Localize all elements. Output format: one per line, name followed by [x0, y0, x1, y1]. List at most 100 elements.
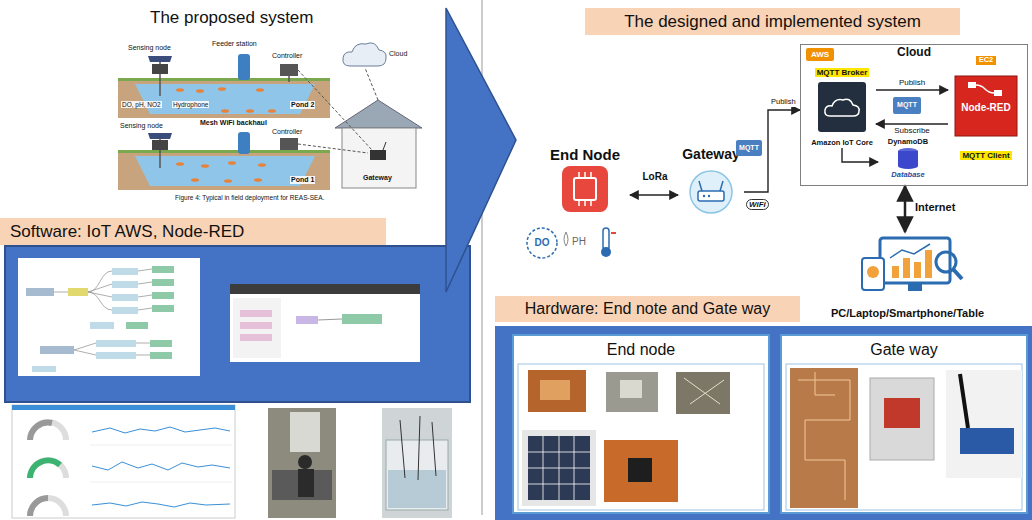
chip-icon — [562, 166, 608, 212]
palette-nodes — [240, 334, 272, 341]
diagram-label: Controller — [272, 128, 302, 136]
shrimp-group — [254, 178, 262, 182]
hardware-panel-box: End node — [512, 334, 770, 514]
client-devices-icon — [862, 238, 962, 291]
node-red-glyph — [976, 85, 994, 93]
mesh-links — [298, 70, 372, 150]
sensor-box — [152, 64, 168, 74]
connector — [842, 148, 878, 162]
pcb-photo — [604, 440, 678, 502]
flow-nodes — [40, 346, 74, 354]
mqtt-badge: MQTT — [893, 97, 921, 114]
shrimp-group — [196, 89, 204, 93]
flow-nodes — [152, 292, 174, 299]
flow-nodes — [126, 322, 148, 329]
node-title: AWS — [811, 50, 829, 59]
edge-label: Publish — [898, 78, 926, 87]
photo-wires — [400, 416, 436, 480]
edge-label: Internet — [914, 201, 956, 214]
photo-ground — [268, 408, 336, 518]
gateway-icon — [690, 171, 732, 213]
photo-frame — [518, 364, 764, 510]
grass-strip — [118, 150, 330, 153]
shrimp-group — [258, 163, 266, 167]
device-photo — [606, 372, 658, 412]
palette-nodes — [240, 310, 272, 341]
connector — [744, 110, 800, 192]
chip-pins — [584, 172, 586, 177]
device-detail — [620, 380, 642, 398]
node-red-service: EC2Node-REDMQTT Client — [948, 56, 1024, 160]
photo-tank — [386, 440, 448, 510]
solar-cells — [528, 436, 590, 500]
chip-pins — [584, 201, 586, 206]
chart-bars — [892, 266, 899, 278]
editor-wire — [318, 319, 342, 320]
shrimp-group — [256, 88, 264, 92]
editor-palette — [233, 298, 281, 358]
flow-wires — [74, 350, 96, 355]
flow-wires — [88, 284, 112, 292]
wiring-photo — [676, 372, 730, 414]
flow-nodes — [152, 266, 174, 273]
diagram-label: DO — [535, 237, 550, 249]
photo-person — [298, 469, 314, 497]
pond-bank — [118, 152, 330, 190]
client-devices: PC/Laptop/Smartphone/Table — [815, 232, 1000, 320]
end-node-device: End Node — [540, 146, 630, 226]
connector — [904, 186, 907, 232]
cloud-icon — [343, 43, 386, 66]
cloud-container: CloudAWSMQTT BrokerAmazon IoT CoreMQTTEC… — [800, 44, 1028, 186]
solar-photo — [522, 430, 596, 506]
shrimp-group — [191, 178, 199, 182]
flow-nodes — [96, 340, 136, 347]
node-title: End node — [607, 341, 676, 359]
shrimp-group — [218, 87, 226, 91]
figure-caption: Figure 4: Typical in field deployment fo… — [175, 194, 324, 201]
flow-nodes — [152, 305, 174, 312]
shrimp-group — [176, 162, 184, 166]
mesh-links — [298, 68, 378, 153]
solar-panel — [148, 133, 172, 139]
connector-group — [630, 90, 948, 232]
flow-wires — [138, 282, 152, 284]
diagram-label: Feeder station — [212, 40, 257, 48]
node-red-glyph — [968, 82, 976, 88]
gateway-antenna — [383, 142, 386, 150]
monitor-stand — [908, 283, 922, 291]
grass-strip — [118, 78, 330, 81]
solar-panel — [148, 56, 172, 62]
flow-nodes — [32, 366, 56, 372]
editor-node — [296, 316, 318, 324]
dashboard-frame — [12, 405, 235, 518]
edge-label: Subscribe — [893, 126, 931, 135]
hardware-panel-box: Gate way — [780, 334, 1028, 514]
flow-wires — [54, 269, 152, 355]
flow-nodes — [90, 322, 114, 329]
flow-nodes — [26, 288, 54, 296]
node-text: Amazon IoT Core — [811, 139, 873, 148]
pond-water — [135, 84, 315, 114]
flow-wires — [88, 271, 112, 292]
photo-person — [298, 455, 312, 469]
chart-grid — [90, 445, 232, 482]
photo-ground — [382, 408, 452, 518]
iot-cloud-glyph — [825, 99, 859, 116]
node-title: PC/Laptop/Smartphone/Table — [831, 307, 984, 320]
photo-water — [388, 470, 446, 508]
board-antenna — [960, 374, 968, 428]
trend-lines — [92, 427, 230, 507]
router-antenna — [699, 181, 702, 191]
node-title: Cloud — [897, 46, 931, 60]
flow-wires — [136, 355, 150, 356]
tablet-chart — [867, 266, 879, 278]
chart-grid — [90, 445, 232, 446]
tablet — [862, 258, 884, 290]
do-sensor-icon — [527, 228, 557, 258]
node-title: Software: IoT AWS, Node-RED — [10, 222, 244, 242]
edge-label: Publish — [770, 98, 797, 107]
diagram-label: WiFi — [746, 199, 769, 210]
gauges — [30, 423, 52, 440]
node-title: MQTT — [739, 144, 759, 152]
flow-nodes — [150, 352, 172, 359]
